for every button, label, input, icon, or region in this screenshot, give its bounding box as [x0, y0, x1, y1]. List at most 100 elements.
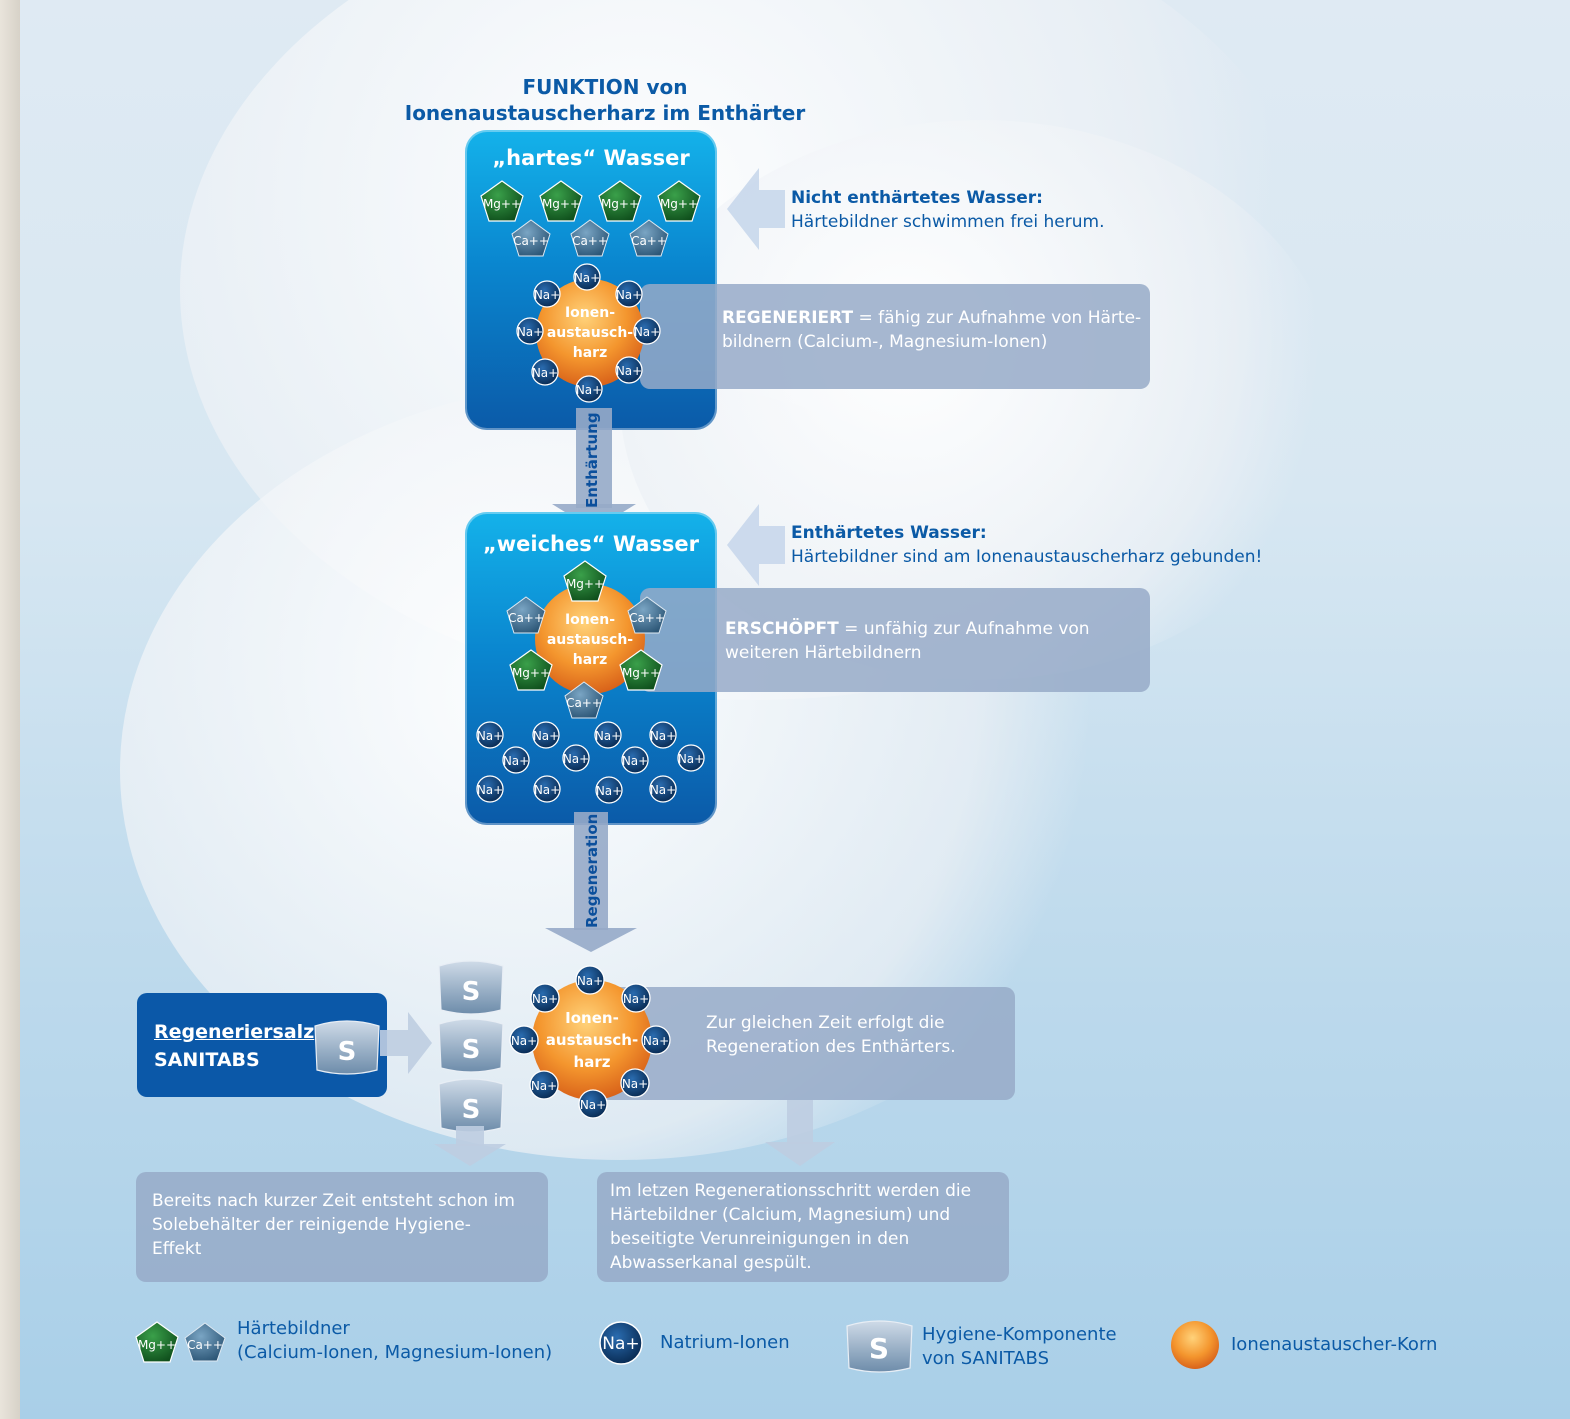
svg-text:Na+: Na+ — [595, 729, 621, 743]
ion-exchange-resin: Ionen- austausch- harz — [532, 980, 652, 1100]
exhausted-text-1: = unfähig zur Aufnahme von — [838, 619, 1090, 639]
sodium-ion: Na+ — [516, 317, 544, 345]
soft-water-note: Enthärtetes Wasser: Härtebildner sind am… — [791, 521, 1262, 569]
sanitabs-tablet: S — [314, 1020, 380, 1075]
regenerated-info-box: REGENERIERT = fähig zur Aufnahme von Här… — [640, 284, 1150, 389]
magnesium-ion: Mg++ — [509, 649, 553, 691]
legend-hygiene-icon: S — [846, 1320, 913, 1373]
calcium-ion: Ca++ — [506, 596, 546, 634]
svg-text:Na+: Na+ — [577, 974, 603, 988]
hard-water-title: „hartes“ Wasser — [492, 146, 690, 170]
magnesium-ion: Mg++ — [598, 180, 642, 222]
magnesium-ion-icon: Mg++ — [135, 1321, 179, 1363]
svg-text:Na+: Na+ — [477, 783, 503, 797]
svg-text:Na+: Na+ — [503, 754, 529, 768]
legend-hardness-icons: Mg++ Ca++ — [135, 1321, 226, 1363]
svg-text:Mg++: Mg++ — [138, 1338, 176, 1352]
regeneration-row-graphics: S S S S Ionen- austausch- harz Na+ Na+ N… — [314, 960, 671, 1133]
sodium-ion: Na+ — [594, 721, 622, 749]
hard-water-note-title: Nicht enthärtetes Wasser: — [791, 188, 1043, 208]
sodium-ion: Na+ — [502, 746, 530, 774]
svg-text:austausch-: austausch- — [547, 632, 633, 648]
svg-text:Ca++: Ca++ — [566, 696, 602, 710]
hard-water-ions: Mg++ Mg++ Mg++ Mg++ Ca++ Ca++ Ca++ Ionen… — [480, 180, 701, 403]
regeneration-label: Regeneration — [583, 813, 601, 928]
regenerated-text-2: bildnern (Calcium-, Magnesium-Ionen) — [722, 332, 1048, 352]
svg-text:S: S — [462, 1035, 481, 1065]
ion-exchange-resin: Ionen- austausch- harz — [536, 279, 644, 387]
sodium-ion: Na+ — [562, 744, 590, 772]
svg-text:S: S — [869, 1332, 889, 1365]
legend-resin-icon — [1171, 1321, 1219, 1369]
magnesium-ion: Mg++ — [480, 180, 524, 222]
hygiene-info-box: Bereits nach kurzer Zeit entsteht schon … — [136, 1172, 548, 1282]
hygiene-down-arrow — [434, 1126, 506, 1166]
title-line-2: Ionenaustauscherharz im Enthärter — [404, 101, 806, 125]
calcium-ion: Ca++ — [511, 219, 551, 257]
legend-hardness-label: Härtebildner (Calcium-Ionen, Magnesium-I… — [237, 1317, 552, 1365]
diagram-title: FUNKTION von Ionenaustauscherharz im Ent… — [400, 74, 810, 126]
magnesium-ion: Mg++ — [657, 180, 701, 222]
svg-text:S: S — [338, 1037, 357, 1067]
hygiene-text-3: Effekt — [152, 1239, 202, 1259]
legend-hardness-line-2: (Calcium-Ionen, Magnesium-Ionen) — [237, 1342, 553, 1363]
sanitabs-tablet: S — [438, 1018, 504, 1073]
svg-text:harz: harz — [573, 345, 607, 361]
svg-text:Na+: Na+ — [531, 1079, 557, 1093]
legend-hygiene-line-1: Hygiene-Komponente — [922, 1324, 1117, 1345]
title-line-1: FUNKTION von — [522, 75, 688, 99]
svg-text:Na+: Na+ — [534, 783, 560, 797]
sodium-ion: Na+ — [621, 983, 651, 1013]
soft-water-title: „weiches“ Wasser — [482, 532, 700, 556]
svg-text:Na+: Na+ — [477, 729, 503, 743]
hygiene-text-1: Bereits nach kurzer Zeit entsteht schon … — [152, 1191, 515, 1211]
sodium-ion: Na+ — [641, 1025, 671, 1055]
regeneration-text-1: Zur gleichen Zeit erfolgt die — [706, 1013, 945, 1033]
svg-text:S: S — [462, 977, 481, 1007]
svg-text:Na+: Na+ — [534, 288, 560, 302]
exhausted-text-2: weiteren Härtebildnern — [725, 643, 922, 663]
sodium-ion: Na+ — [530, 983, 560, 1013]
svg-text:Na+: Na+ — [596, 784, 622, 798]
svg-text:Ca++: Ca++ — [631, 234, 667, 248]
svg-text:Mg++: Mg++ — [622, 666, 660, 680]
calcium-ion: Ca++ — [570, 219, 610, 257]
sodium-ion: Na+ — [531, 358, 559, 386]
svg-text:Na+: Na+ — [533, 729, 559, 743]
sodium-ion: Na+ — [615, 356, 643, 384]
sodium-ion: Na+ — [476, 721, 504, 749]
legend-hardness-line-1: Härtebildner — [237, 1318, 350, 1339]
sodium-ion: Na+ — [533, 775, 561, 803]
sodium-ion: Na+ — [575, 965, 605, 995]
exhausted-label: ERSCHÖPFT — [725, 619, 839, 639]
svg-text:S: S — [462, 1095, 481, 1125]
sodium-ion: Na+ — [532, 721, 560, 749]
svg-text:Ca++: Ca++ — [572, 234, 608, 248]
soft-water-ions: Ionen- austausch- harz Mg++ Ca++ Ca++ Mg… — [476, 560, 705, 804]
sodium-ion: Na+ — [509, 1025, 539, 1055]
svg-text:Na+: Na+ — [532, 992, 558, 1006]
hard-water-note-text: Härtebildner schwimmen frei herum. — [791, 212, 1105, 232]
svg-text:Na+: Na+ — [634, 325, 660, 339]
svg-text:Ionen-: Ionen- — [565, 612, 615, 628]
svg-text:Mg++: Mg++ — [601, 197, 639, 211]
svg-text:Ca++: Ca++ — [508, 611, 544, 625]
sodium-ion: Na+ — [595, 776, 623, 804]
svg-text:Mg++: Mg++ — [512, 666, 550, 680]
soft-water-note-text: Härtebildner sind am Ionenaustauscherhar… — [791, 547, 1263, 567]
svg-text:Ionen-: Ionen- — [565, 1009, 619, 1027]
sodium-ion: Na+ — [621, 746, 649, 774]
calcium-ion: Ca++ — [564, 681, 604, 719]
svg-text:Ionen-: Ionen- — [565, 305, 615, 321]
regenerated-label: REGENERIERT — [722, 308, 854, 328]
svg-text:Ca++: Ca++ — [629, 611, 665, 625]
svg-text:Na+: Na+ — [574, 271, 600, 285]
legend-sodium-label: Natrium-Ionen — [660, 1332, 790, 1353]
salt-box-title: Regeneriersalz — [154, 1021, 315, 1043]
salt-box-brand: SANITABS — [154, 1049, 260, 1071]
sodium-ion: Na+ — [649, 775, 677, 803]
exhausted-info-box: ERSCHÖPFT = unfähig zur Aufnahme von wei… — [640, 588, 1150, 692]
magnesium-ion: Mg++ — [619, 649, 663, 691]
regeneration-info-box: Zur gleichen Zeit erfolgt die Regenerati… — [600, 987, 1015, 1100]
sodium-ion: Na+ — [533, 280, 561, 308]
